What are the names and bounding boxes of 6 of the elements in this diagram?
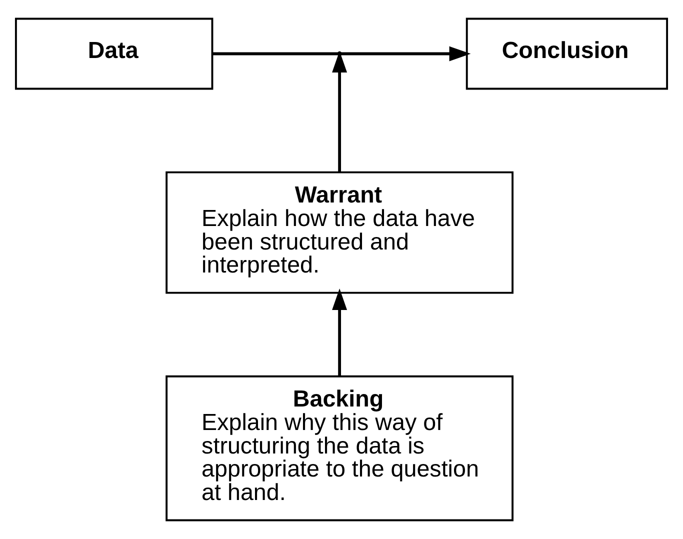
node-box: Data [14,18,214,90]
node-box: Warrant Explain how the data have been structured and interpreted. [166,171,514,294]
arrow [212,46,471,72]
node-box: Backing Explain why this way of structuring the data is appropriate to the question at hand. [166,375,514,522]
arrow [332,288,348,376]
node-box: Conclusion [466,18,668,90]
